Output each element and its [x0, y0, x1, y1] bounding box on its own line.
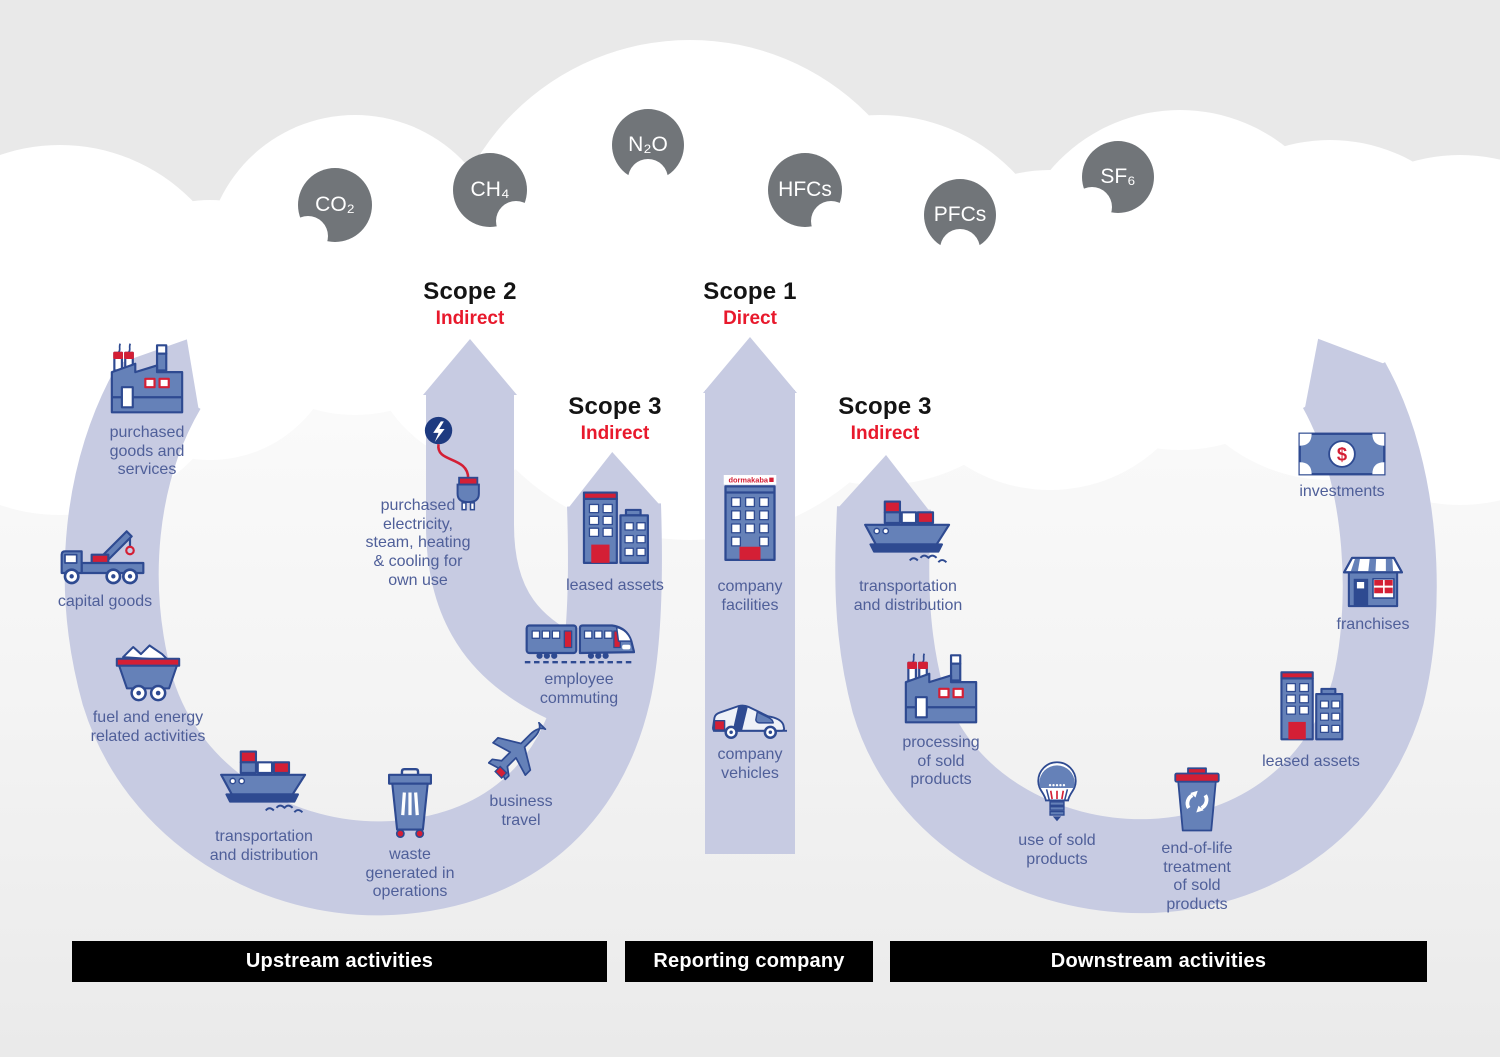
item-label: purchased goods and services — [109, 424, 185, 479]
activity-fuel-energy: fuel and energy related activities — [58, 640, 238, 746]
activity-waste: waste generated in operations — [330, 765, 490, 902]
gas-bubble-n2o: N₂O — [612, 109, 684, 199]
item-label: investments — [1299, 483, 1385, 500]
item-label: leased assets — [566, 577, 664, 594]
item-label: processing of sold products — [902, 734, 980, 789]
recycle-bin-icon — [1170, 766, 1224, 835]
cargo-ship-icon — [214, 748, 314, 823]
waste-bin-icon — [381, 765, 439, 841]
item-label: transportation and distribution — [209, 828, 319, 864]
scope3-title: Scope 3 — [568, 393, 662, 420]
item-label: business travel — [489, 793, 553, 829]
gas-bubble-ch4: CH₄ — [453, 153, 536, 241]
activity-purchased-electricity: purchased electricity, steam, heating & … — [343, 492, 493, 591]
reporting-company-bar: Reporting company — [625, 941, 873, 982]
activity-leased-assets-downstream: leased assets — [1231, 668, 1391, 772]
bar-label: Reporting company — [653, 950, 845, 972]
activity-franchises: franchises — [1293, 553, 1453, 635]
factory-icon — [105, 342, 189, 419]
item-label: waste generated in operations — [365, 846, 455, 901]
gas-bubble-hfcs: HFCs — [768, 153, 851, 241]
scope3-downstream-header: Scope 3 Indirect — [838, 393, 931, 445]
scope2-kind: Indirect — [435, 308, 505, 329]
activity-leased-assets-upstream: leased assets — [535, 488, 695, 596]
buildings-icon — [1271, 668, 1351, 748]
activity-end-of-life: end-of-life treatment of sold products — [1117, 766, 1277, 915]
storefront-icon — [1336, 553, 1410, 611]
gas-label: PFCs — [933, 203, 987, 226]
item-label: employee commuting — [539, 671, 619, 707]
train-icon — [523, 618, 635, 666]
item-label: franchises — [1336, 616, 1410, 633]
downstream-activities-bar: Downstream activities — [890, 941, 1427, 982]
activity-use-of-sold-products: use of sold products — [977, 760, 1137, 869]
airplane-icon — [488, 722, 554, 788]
item-label: use of sold products — [1018, 832, 1096, 868]
item-label: transportation and distribution — [853, 578, 963, 614]
scope1-header: Scope 1 Direct — [703, 278, 796, 330]
activity-business-travel: business travel — [451, 722, 591, 830]
buildings-icon — [573, 488, 657, 572]
scope3-upstream-header: Scope 3 Indirect — [568, 393, 661, 445]
activity-company-facilities: company facilities — [680, 475, 820, 615]
light-bulb-icon — [1032, 760, 1082, 827]
activity-investments: investments — [1262, 430, 1422, 502]
scope2-arrow-band — [423, 339, 596, 725]
scope3-title: Scope 3 — [838, 393, 932, 420]
gas-bubble-pfcs: PFCs — [924, 179, 996, 269]
activity-purchased-goods: purchased goods and services — [67, 342, 227, 480]
gas-bubble-sf6: SF₆ — [1072, 141, 1154, 227]
gas-label: CH₄ — [470, 178, 510, 201]
gas-label: SF₆ — [1100, 165, 1136, 188]
office-building-icon — [715, 475, 785, 573]
mine-cart-icon — [109, 640, 187, 704]
scope3-kind: Indirect — [850, 423, 920, 444]
activity-employee-commuting: employee commuting — [499, 618, 659, 708]
scope1-kind: Direct — [723, 308, 777, 329]
item-label: capital goods — [57, 593, 153, 610]
upstream-activities-bar: Upstream activities — [72, 941, 607, 982]
item-label: purchased electricity, steam, heating & … — [365, 497, 471, 589]
activity-company-vehicles: company vehicles — [680, 696, 820, 783]
scope3-kind: Indirect — [580, 423, 650, 444]
van-icon — [709, 696, 791, 741]
activity-capital-goods: capital goods — [25, 528, 185, 612]
gas-bubble-co2: CO₂ — [288, 168, 372, 256]
scope2-title: Scope 2 — [423, 278, 517, 305]
bar-label: Downstream activities — [1050, 950, 1267, 972]
item-label: end-of-life treatment of sold products — [1161, 840, 1233, 914]
scope2-header: Scope 2 Indirect — [423, 278, 516, 330]
factory-icon — [899, 652, 983, 729]
gas-label: HFCs — [778, 178, 832, 201]
gas-label: N₂O — [628, 133, 668, 156]
item-label: company vehicles — [717, 746, 783, 782]
activity-transportation-downstream: transportation and distribution — [818, 498, 998, 615]
item-label: company facilities — [717, 578, 783, 614]
tow-truck-icon — [58, 528, 152, 588]
item-label: fuel and energy related activities — [90, 709, 206, 745]
bar-label: Upstream activities — [245, 950, 434, 972]
cargo-ship-icon — [858, 498, 958, 573]
scope1-title: Scope 1 — [703, 278, 797, 305]
activity-transportation-upstream: transportation and distribution — [174, 748, 354, 865]
banknote-icon — [1296, 430, 1388, 478]
item-label: leased assets — [1262, 753, 1360, 770]
activity-processing-sold-products: processing of sold products — [861, 652, 1021, 790]
gas-label: CO₂ — [315, 193, 355, 216]
